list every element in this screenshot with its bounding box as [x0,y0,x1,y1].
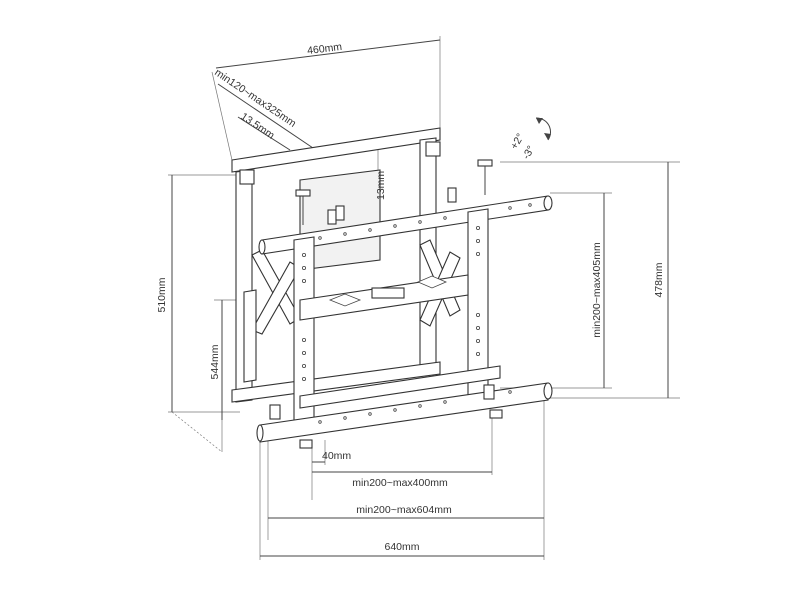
dim-vertical-range: min200~max405mm [591,242,603,338]
dim-horizontal-range-604: min200~max604mm [356,504,452,516]
dim-horizontal-range-400: min200~max400mm [352,477,448,489]
front-frame [256,195,553,443]
dim-height-478: 478mm [653,262,665,297]
dim-width-top: 460mm [307,41,343,57]
dim-height-544: 544mm [209,344,221,379]
dim-width-bottom: 640mm [384,541,419,553]
dim-height-510: 510mm [156,277,168,312]
dim-gap-13: 13mm [375,171,387,200]
dim-gap-40: 40mm [322,450,351,462]
adjustment-knobs [239,141,503,449]
tilt-arrow-icon [535,117,551,141]
tilt-minus-label: -3° [520,144,537,162]
mounting-holes [301,203,532,424]
dimension-lines [168,36,680,560]
